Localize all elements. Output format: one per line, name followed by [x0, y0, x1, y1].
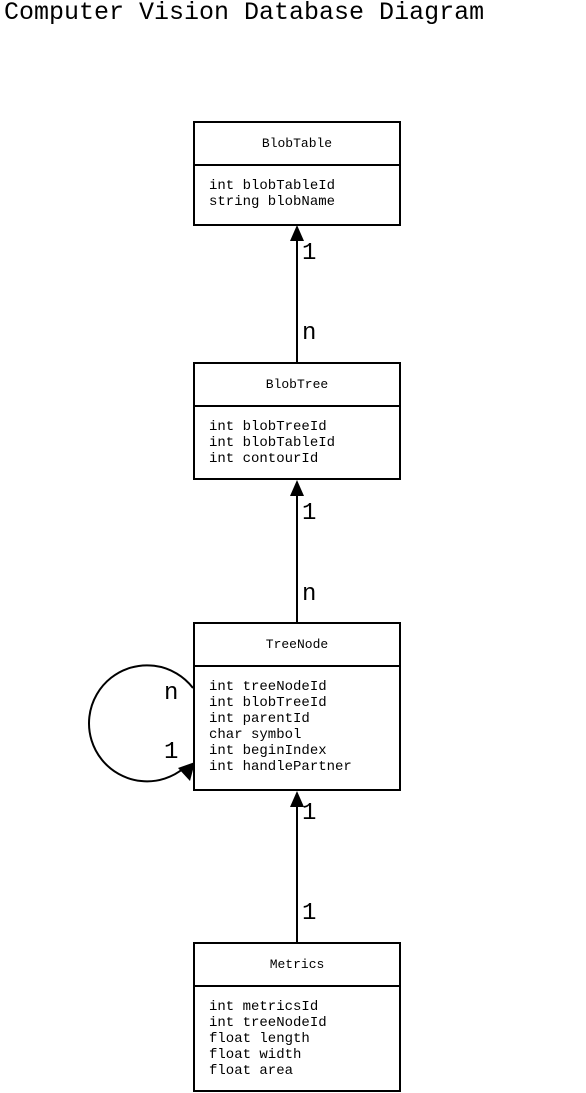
entity-treenode: TreeNode int treeNodeId int blobTreeId i…: [193, 622, 401, 791]
field: int metricsId: [209, 999, 319, 1015]
cardinality-blobtree-1: 1: [302, 500, 317, 527]
field-list: int metricsId int treeNodeId float lengt…: [195, 987, 399, 1079]
field: float length: [209, 1031, 310, 1047]
arrowhead-treenode: [290, 791, 304, 807]
cardinality-metrics-1: 1: [302, 900, 317, 927]
arrowhead-treenode-self: [178, 762, 195, 781]
field: int treeNodeId: [209, 679, 327, 695]
entity-name: BlobTree: [195, 364, 399, 407]
field-list: int blobTableId string blobName: [195, 166, 399, 210]
field: int blobTableId: [209, 435, 336, 451]
entity-name: TreeNode: [195, 624, 399, 667]
cardinality-self-1: 1: [164, 739, 179, 766]
field: int handlePartner: [209, 759, 352, 775]
field-list: int treeNodeId int blobTreeId int parent…: [195, 667, 399, 775]
field: char symbol: [209, 727, 302, 743]
arrowhead-blobtree: [290, 480, 304, 496]
field: int treeNodeId: [209, 1015, 327, 1031]
entity-blobtable: BlobTable int blobTableId string blobNam…: [193, 121, 401, 226]
field: int blobTableId: [209, 178, 336, 194]
field: float area: [209, 1063, 294, 1079]
arrowhead-blobtable: [290, 225, 304, 241]
entity-name: BlobTable: [195, 123, 399, 166]
field: float width: [209, 1047, 302, 1063]
field: int blobTreeId: [209, 419, 327, 435]
field: int contourId: [209, 451, 319, 467]
cardinality-self-n: n: [164, 680, 179, 707]
connector-treenode-self: [88, 664, 194, 783]
entity-metrics: Metrics int metricsId int treeNodeId flo…: [193, 942, 401, 1092]
cardinality-treenode-n: n: [302, 581, 317, 608]
diagram-title: Computer Vision Database Diagram: [4, 0, 485, 27]
field: int parentId: [209, 711, 310, 727]
entity-name: Metrics: [195, 944, 399, 987]
field: int beginIndex: [209, 743, 327, 759]
entity-blobtree: BlobTree int blobTreeId int blobTableId …: [193, 362, 401, 480]
field-list: int blobTreeId int blobTableId int conto…: [195, 407, 399, 467]
cardinality-blobtree-n: n: [302, 320, 317, 347]
cardinality-treenode-1: 1: [302, 800, 317, 827]
field: string blobName: [209, 194, 336, 210]
field: int blobTreeId: [209, 695, 327, 711]
cardinality-blobtable-1: 1: [302, 240, 317, 267]
